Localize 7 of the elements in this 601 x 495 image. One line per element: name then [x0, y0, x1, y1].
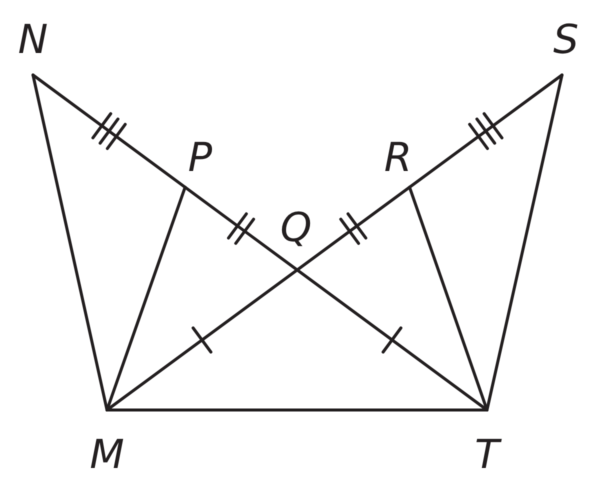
point-label: S	[553, 20, 579, 60]
point-label: N	[18, 20, 48, 60]
point-label: T	[474, 435, 500, 475]
point-label: R	[384, 138, 412, 178]
point-label: P	[188, 138, 212, 178]
point-label: M	[90, 435, 124, 475]
point-label: Q	[280, 208, 312, 248]
